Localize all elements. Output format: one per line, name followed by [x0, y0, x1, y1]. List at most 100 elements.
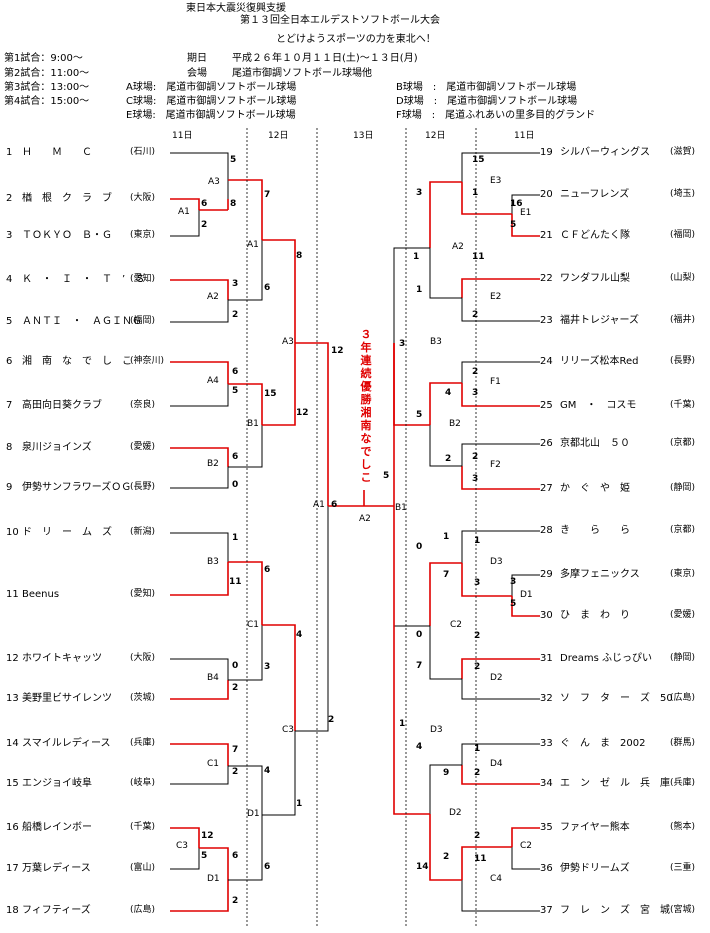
team-number: 4 — [6, 274, 13, 285]
bracket-line — [170, 152, 229, 199]
team-prefecture: (新潟) — [130, 527, 156, 537]
score: 4 — [296, 630, 303, 640]
bracket-line — [511, 827, 540, 847]
team-name: か ぐ や 姫 — [560, 483, 630, 494]
team-name: ファイヤー熊本 — [560, 822, 630, 833]
team-number: 34 — [540, 778, 553, 789]
score: 1 — [399, 719, 406, 729]
bracket-line — [461, 679, 540, 700]
bracket-line — [170, 880, 229, 912]
team-number: 13 — [6, 693, 19, 704]
team-name: ＣＦどんたく隊 — [560, 230, 630, 241]
team-number: 2 — [6, 193, 13, 204]
team-number: 5 — [6, 316, 13, 327]
bracket-line — [511, 847, 540, 870]
field-b: B球場 : 尾道市御調ソフトボール球場 — [396, 82, 577, 93]
field-f: F球場 : 尾道ふれあいの里多目的グランド — [396, 110, 596, 121]
score: 2 — [472, 310, 479, 320]
team-name: ワンダフル山梨 — [560, 273, 630, 284]
bracket-line — [170, 827, 200, 848]
team-prefecture: (京都) — [670, 438, 696, 448]
team-prefecture: (京都) — [670, 525, 696, 535]
score: 2 — [474, 768, 481, 778]
team-number: 23 — [540, 315, 553, 326]
team-name: 泉川ジョインズ — [22, 442, 92, 453]
team-number: 28 — [540, 525, 553, 536]
bracket-line — [170, 562, 229, 596]
score: 1 — [472, 188, 479, 198]
match-label: E1 — [520, 208, 532, 218]
team-prefecture: (広島) — [670, 693, 696, 703]
match-label: D4 — [490, 759, 503, 769]
team-prefecture: (兵庫) — [670, 778, 696, 788]
team-number: 29 — [540, 569, 553, 580]
bracket-line — [170, 766, 229, 785]
match-label: A3 — [208, 177, 220, 187]
team-name: Dreams ふじっぴい — [560, 653, 653, 664]
team-name: ソ フ タ ー ズ 50 — [560, 693, 673, 704]
team-name: ＡＮＴＩ ・ ＡＧＩＮＧ — [22, 316, 142, 327]
match-label: D1 — [520, 590, 533, 600]
team-name: ド リ ー ム ズ — [22, 527, 112, 538]
score: 0 — [232, 480, 239, 490]
team-number: 32 — [540, 693, 553, 704]
bracket-line — [262, 624, 296, 731]
score: 8 — [230, 199, 237, 209]
team-prefecture: (福井) — [670, 315, 696, 325]
match-label: C2 — [520, 841, 533, 851]
score: 16 — [510, 199, 523, 209]
team-name: ひ ま わ り — [560, 610, 630, 621]
venue-value: 尾道市御調ソフトボール球場他 — [232, 68, 372, 79]
team-number: 19 — [540, 147, 553, 158]
match-label: C1 — [247, 620, 260, 630]
team-prefecture: (宮城) — [670, 905, 696, 915]
score: 1 — [416, 285, 423, 295]
match-label: D3 — [490, 557, 503, 567]
match-label: B3 — [430, 337, 442, 347]
score: 2 — [232, 767, 239, 777]
score: 4 — [445, 388, 452, 398]
team-name: リリーズ松本Red — [560, 356, 639, 367]
period-value: 平成２６年１０月１１日(土)～１３日(月) — [232, 53, 418, 64]
bracket-line — [461, 298, 540, 322]
day-label: 12日 — [268, 131, 289, 141]
bracket-line — [170, 658, 229, 680]
venue-label: 会場 — [187, 68, 207, 79]
bracket-line — [393, 247, 430, 343]
score: 12 — [331, 346, 344, 356]
team-name: GM ・ コスモ — [560, 400, 637, 411]
bracket-line — [461, 765, 540, 785]
team-prefecture: (東京) — [670, 569, 696, 579]
team-number: 17 — [6, 863, 19, 874]
team-prefecture: (埼玉) — [670, 189, 696, 199]
score: 3 — [472, 388, 479, 398]
match-label: A1 — [313, 500, 325, 510]
team-name: シルバーウィングス — [560, 147, 650, 158]
bracket-line — [429, 562, 462, 626]
team-name: 高田向日葵クラブ — [22, 400, 102, 411]
team-number: 22 — [540, 273, 553, 284]
team-prefecture: (神奈川) — [130, 356, 165, 366]
match-label: A2 — [359, 514, 371, 524]
score: 3 — [474, 578, 481, 588]
team-number: 24 — [540, 356, 553, 367]
team-number: 6 — [6, 356, 13, 367]
team-number: 16 — [6, 822, 19, 833]
match-label: D3 — [430, 725, 443, 735]
team-prefecture: (群馬) — [670, 738, 696, 748]
team-prefecture: (千葉) — [670, 400, 696, 410]
score: 14 — [416, 862, 429, 872]
field-d: D球場 : 尾道市御調ソフトボール球場 — [396, 96, 578, 107]
team-prefecture: (愛知) — [130, 589, 156, 599]
team-number: 7 — [6, 400, 13, 411]
team-name: Ｋ ・ Ｉ ・ Ｔ ’ Ｓ — [22, 274, 146, 285]
team-number: 25 — [540, 400, 553, 411]
match-label: A2 — [452, 242, 464, 252]
score: 6 — [232, 851, 239, 861]
score: 6 — [201, 199, 208, 209]
score: 6 — [264, 862, 271, 872]
bracket-line — [295, 506, 329, 732]
score: 7 — [416, 661, 423, 671]
match-label: C2 — [450, 620, 463, 630]
bracket-line — [461, 530, 540, 563]
